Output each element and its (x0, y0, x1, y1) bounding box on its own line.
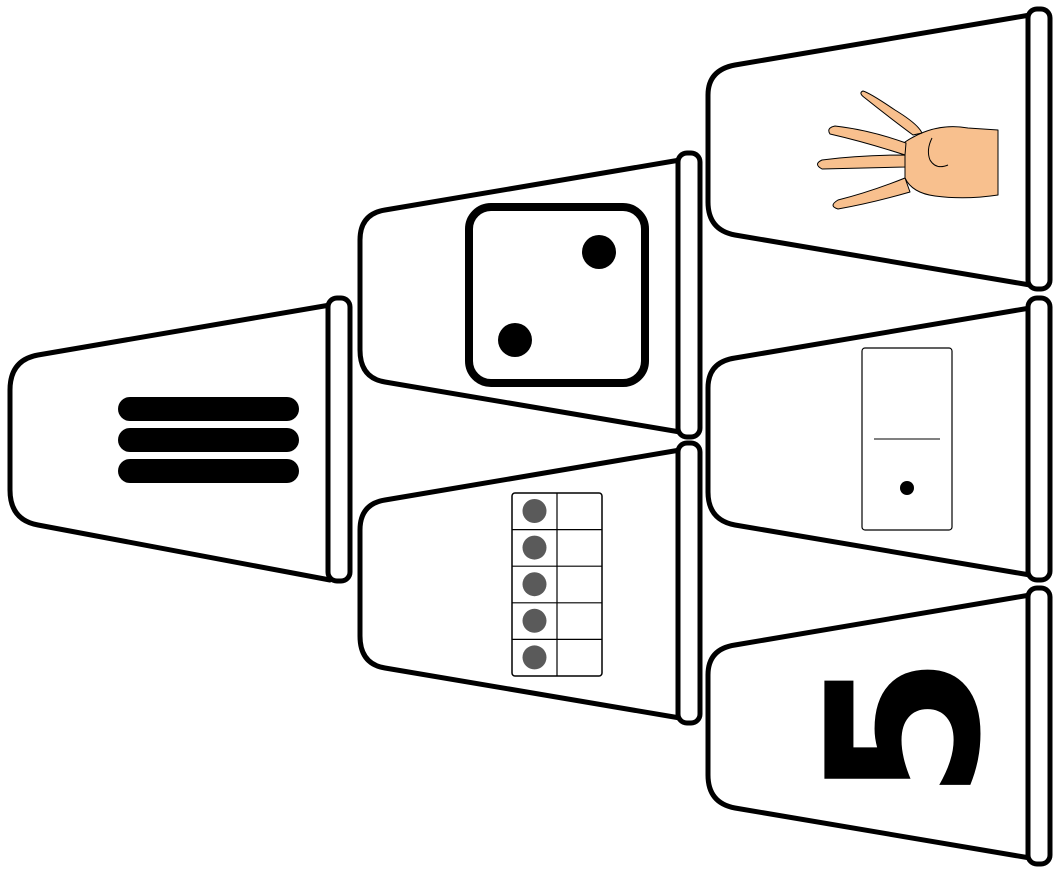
die-pip (582, 235, 616, 269)
cup-domino (705, 295, 1053, 583)
ten-frame-counter (522, 608, 547, 633)
dice-icon (465, 203, 649, 387)
cup-outline (705, 12, 1033, 288)
hand-icon (817, 90, 999, 210)
numeral-five: 5 (783, 655, 1028, 801)
ten-frame-counter (522, 645, 547, 670)
tally-line (118, 428, 299, 452)
hand-finger (860, 90, 923, 136)
ten-frame-icon (511, 492, 603, 677)
hand-finger (817, 154, 906, 170)
tally-line (118, 459, 299, 483)
domino-pip (900, 481, 914, 495)
cup-rim (325, 295, 353, 584)
domino-icon (861, 347, 953, 531)
tally-line (118, 397, 299, 421)
cup-numeral: 5 (705, 585, 1053, 867)
cup-hand (705, 6, 1053, 292)
cup-rim (675, 440, 703, 726)
ten-frame-counter (522, 572, 547, 597)
cup-outline (705, 592, 1033, 861)
cup-tally (7, 295, 353, 584)
cup-ten-frame (357, 440, 703, 726)
cup-rim (675, 150, 703, 440)
cup-rim (1025, 295, 1053, 583)
cup-rim (1025, 585, 1053, 867)
hand-thumb (927, 137, 949, 168)
tally-marks-icon (118, 397, 299, 483)
hand-finger (832, 177, 911, 210)
die-face (465, 203, 649, 387)
cup-dice (357, 150, 703, 440)
cup-rim (1025, 6, 1053, 292)
ten-frame-counter (522, 499, 547, 523)
ten-frame-counter (522, 535, 547, 560)
hand-finger (828, 125, 907, 156)
die-pip (498, 323, 532, 357)
hand-palm (904, 126, 999, 199)
